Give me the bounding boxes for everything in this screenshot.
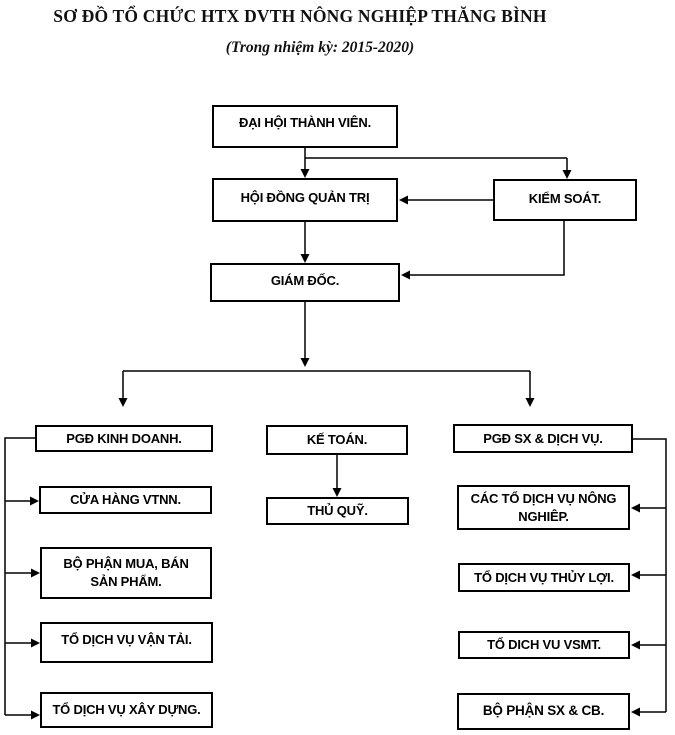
org-node-label: TỔ DỊCH VỤ THỦY LỢI. xyxy=(474,569,614,585)
org-node-bo-phan-sx-cb: BỘ PHẬN SX & CB. xyxy=(457,693,630,730)
org-node-label: CỬA HÀNG VTNN. xyxy=(70,492,181,508)
org-node-label: KẾ TOÁN. xyxy=(306,432,368,448)
org-node-label: TỔ DỊCH VỤ XÂY DỰNG. xyxy=(52,702,201,717)
org-node-cac-to-dich-vu-nong-nghiep: CÁC TỔ DỊCH VỤ NÔNG NGHIÊP. xyxy=(457,485,630,530)
org-node-bo-phan-mua-ban-san-pham: BỘ PHẬN MUA, BÁN SẢN PHẨM. xyxy=(40,547,212,599)
org-node-label: TỔ DỊCH VỤ VẬN TẢI. xyxy=(61,632,192,647)
org-node-label: THỦ QUỸ. xyxy=(307,503,368,519)
page-subtitle: (Trong nhiệm kỳ: 2015-2020) xyxy=(225,39,415,56)
org-node-to-dich-vu-van-tai: TỔ DỊCH VỤ VẬN TẢI. xyxy=(40,622,213,663)
org-node-label: CÁC TỔ DỊCH VỤ NÔNG NGHIÊP. xyxy=(470,490,617,524)
org-node-pgd-kinh-doanh: PGĐ KINH DOANH. xyxy=(35,425,213,452)
org-node-label: BỘ PHẬN MUA, BÁN SẢN PHẨM. xyxy=(63,556,189,589)
org-node-label: ĐẠI HỘI THÀNH VIÊN. xyxy=(239,115,371,130)
org-node-dai-hoi-thanh-vien: ĐẠI HỘI THÀNH VIÊN. xyxy=(212,105,398,148)
org-node-ke-toan: KẾ TOÁN. xyxy=(266,425,408,455)
org-node-hoi-dong-quan-tri: HỘI ĐỒNG QUẢN TRỊ xyxy=(212,178,398,222)
org-node-label: KIỂM SOÁT. xyxy=(528,191,602,206)
org-node-pgd-sx-dich-vu: PGĐ SX & DỊCH VỤ. xyxy=(453,424,633,453)
org-node-cua-hang-vtnn: CỬA HÀNG VTNN. xyxy=(39,486,212,514)
org-node-to-dich-vu-vsmt: TỔ DICH VU VSMT. xyxy=(458,631,630,659)
org-node-thu-quy: THỦ QUỸ. xyxy=(266,497,409,525)
org-node-label: BỘ PHẬN SX & CB. xyxy=(482,703,605,719)
org-node-label: TỔ DICH VU VSMT. xyxy=(487,637,601,653)
org-node-label: GIÁM ĐỐC. xyxy=(270,273,340,288)
org-node-label: PGĐ KINH DOANH. xyxy=(66,430,182,446)
org-node-label: PGĐ SX & DỊCH VỤ. xyxy=(483,430,603,446)
org-node-kiem-soat: KIỂM SOÁT. xyxy=(493,179,637,221)
org-node-giam-doc: GIÁM ĐỐC. xyxy=(210,263,400,302)
page-title: SƠ ĐỒ TỔ CHỨC HTX DVTH NÔNG NGHIỆP THĂNG… xyxy=(53,6,547,26)
org-node-label: HỘI ĐỒNG QUẢN TRỊ xyxy=(240,190,370,205)
org-node-to-dich-vu-xay-dung: TỔ DỊCH VỤ XÂY DỰNG. xyxy=(40,692,213,728)
org-node-to-dich-vu-thuy-loi: TỔ DỊCH VỤ THỦY LỢI. xyxy=(458,563,630,592)
